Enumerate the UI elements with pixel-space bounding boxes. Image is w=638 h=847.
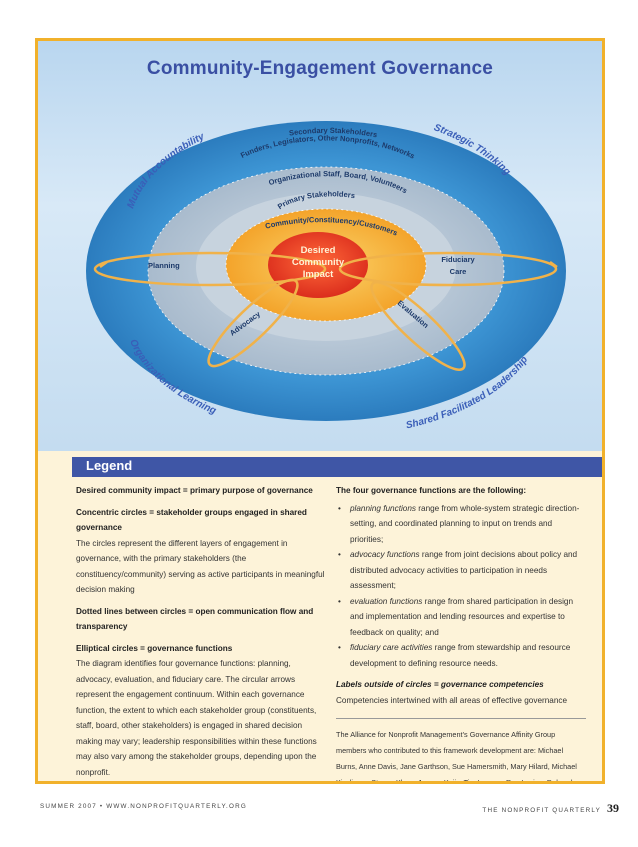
legend-left-column: Desired community impact = primary purpo… (76, 483, 326, 784)
center-line-1: Desired (301, 245, 336, 256)
legend-elliptical-text: The diagram identifies four governance f… (76, 656, 326, 780)
bullet-advocacy: advocacy functions range from joint deci… (336, 547, 586, 594)
legend-right-column: The four governance functions are the fo… (336, 483, 586, 784)
functions-heading: The four governance functions are the fo… (336, 483, 586, 499)
bullet-evaluation: evaluation functions range from shared p… (336, 594, 586, 641)
bullet-planning: planning functions range from whole-syst… (336, 501, 586, 548)
bullet-evaluation-term: evaluation functions (350, 597, 422, 606)
credits-text: The Alliance for Nonprofit Management’s … (336, 727, 586, 784)
fiduciary-label-2: Care (450, 267, 467, 276)
bullet-advocacy-term: advocacy functions (350, 550, 420, 559)
competencies-text: Competencies intertwined with all areas … (336, 693, 586, 709)
legend-title: Legend (86, 458, 132, 473)
legend-circles: Concentric circles = stakeholder groups … (76, 505, 326, 536)
footer-publication-name: THE NONPROFIT QUARTERLY (482, 807, 601, 814)
fiduciary-label-1: Fiduciary (441, 255, 475, 264)
competencies-heading: Labels outside of circles = governance c… (336, 677, 586, 693)
footer-issue: SUMMER 2007 • WWW.NONPROFITQUARTERLY.ORG (40, 803, 247, 810)
bullet-fiduciary: fiduciary care activities range from ste… (336, 640, 586, 671)
figure-frame: Community-Engagement Governance (35, 38, 605, 784)
bullet-planning-term: planning functions (350, 504, 416, 513)
legend-elliptical: Elliptical circles = governance function… (76, 641, 326, 657)
page-number: 39 (607, 801, 619, 815)
footer-publication: THE NONPROFIT QUARTERLY 39 (482, 801, 619, 816)
legend-circles-text: The circles represent the different laye… (76, 536, 326, 598)
center-line-3: Impact (303, 269, 334, 280)
governance-diagram: Mutual Accountability Strategic Thinking… (38, 41, 602, 451)
divider (336, 718, 586, 719)
legend-header: Legend (72, 457, 602, 477)
planning-label: Planning (148, 261, 180, 270)
legend-impact: Desired community impact = primary purpo… (76, 483, 326, 499)
legend-dotted: Dotted lines between circles = open comm… (76, 604, 326, 635)
bullet-fiduciary-term: fiduciary care activities (350, 643, 432, 652)
center-line-2: Community (292, 257, 345, 268)
